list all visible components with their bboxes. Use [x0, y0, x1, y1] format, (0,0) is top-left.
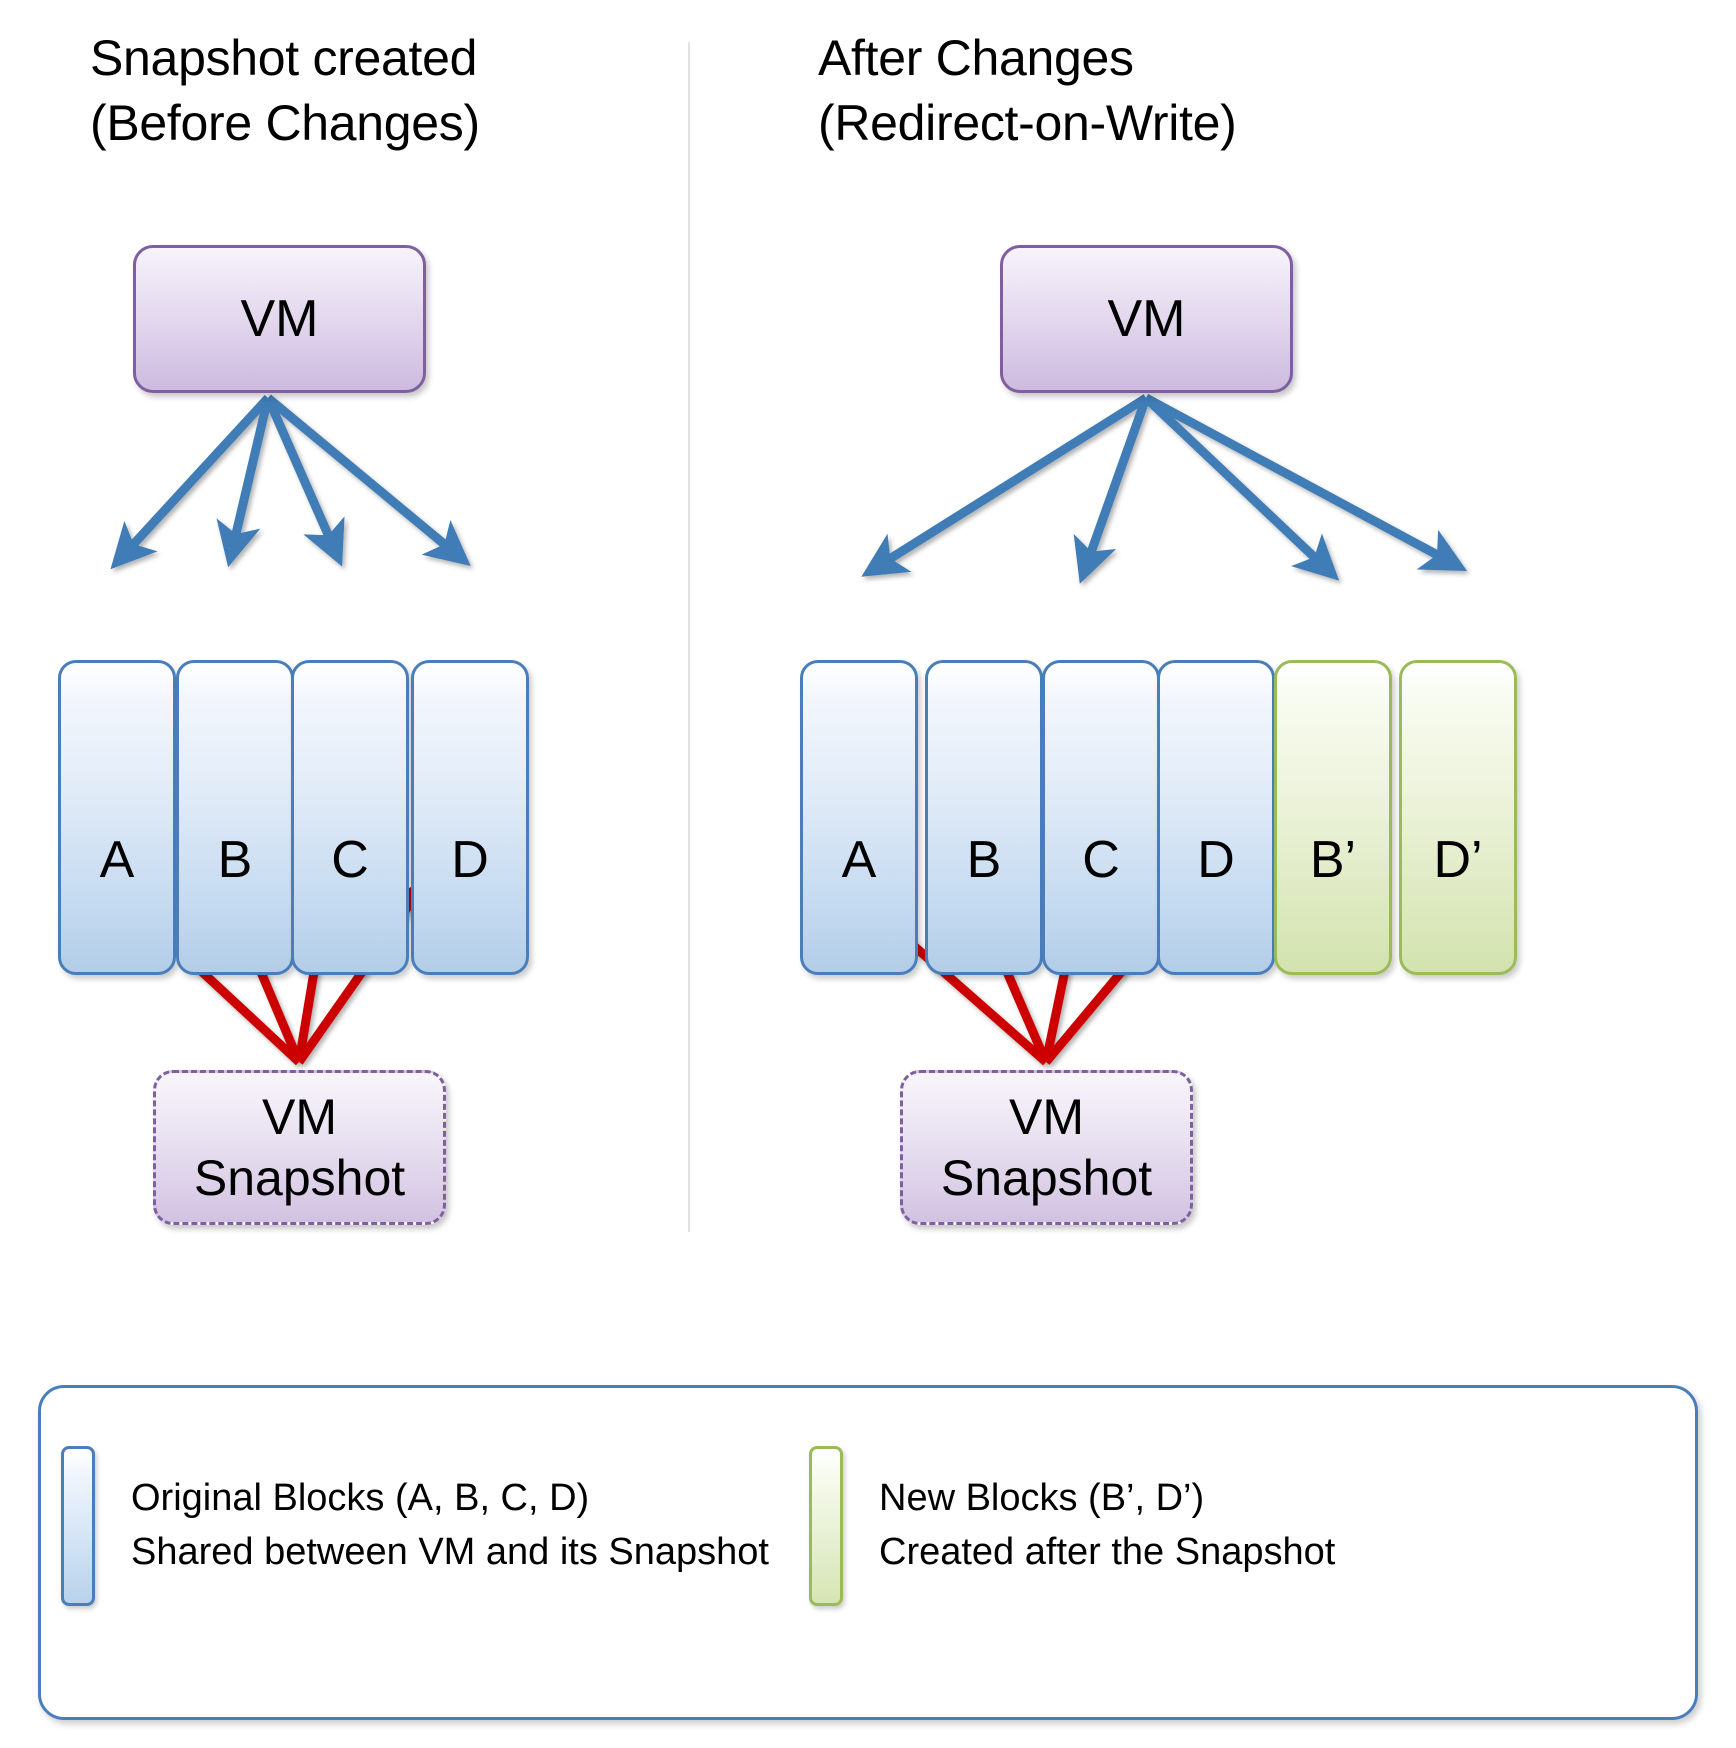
legend-panel: Original Blocks (A, B, C, D) Shared betw…: [38, 1385, 1698, 1720]
block-label: A: [99, 830, 135, 889]
block-label: C: [1082, 830, 1120, 889]
block-b-after[interactable]: B: [925, 660, 1043, 975]
block-d-after[interactable]: D: [1157, 660, 1275, 975]
vm-box-label: VM: [240, 290, 319, 348]
block-d-before[interactable]: D: [411, 660, 529, 975]
block-a-after[interactable]: A: [800, 660, 918, 975]
block-label: C: [331, 830, 369, 889]
block-label: B’: [1309, 830, 1357, 889]
block-b-before[interactable]: B: [176, 660, 294, 975]
vm-to-blocks-arrows-left: [110, 394, 471, 570]
block-label: D: [1197, 830, 1235, 889]
block-label: D’: [1433, 830, 1483, 889]
vm-snapshot-box-after[interactable]: VM Snapshot: [900, 1070, 1193, 1225]
block-d-prime-after[interactable]: D’: [1399, 660, 1517, 975]
block-c-before[interactable]: C: [291, 660, 409, 975]
panel-title-before: Snapshot created (Before Changes): [90, 30, 480, 151]
panel-divider: [688, 42, 690, 1232]
block-c-after[interactable]: C: [1042, 660, 1160, 975]
vm-snapshot-label: VM Snapshot: [940, 1088, 1153, 1206]
block-label: D: [451, 830, 489, 889]
panel-title-after: After Changes (Redirect-on-Write): [818, 30, 1237, 151]
block-label: A: [841, 830, 877, 889]
block-a-before[interactable]: A: [58, 660, 176, 975]
vm-to-blocks-arrows-right: [861, 394, 1468, 584]
vm-box-after[interactable]: VM: [1000, 245, 1293, 393]
vm-snapshot-label: VM Snapshot: [193, 1088, 406, 1206]
legend-text-new-blocks: New Blocks (B’, D’) Created after the Sn…: [879, 1477, 1336, 1573]
legend-text-original-blocks: Original Blocks (A, B, C, D) Shared betw…: [131, 1477, 769, 1573]
vm-snapshot-box-before[interactable]: VM Snapshot: [153, 1070, 446, 1225]
block-label: B: [217, 830, 253, 889]
vm-box-label: VM: [1107, 290, 1186, 348]
legend-swatch-blue-block: [61, 1446, 95, 1606]
vm-box-before[interactable]: VM: [133, 245, 426, 393]
block-label: B: [966, 830, 1002, 889]
legend-entry-new-blocks: New Blocks (B’, D’) Created after the Sn…: [809, 1446, 1335, 1606]
legend-entry-original-blocks: Original Blocks (A, B, C, D) Shared betw…: [61, 1446, 769, 1606]
legend-swatch-green-block: [809, 1446, 843, 1606]
block-b-prime-after[interactable]: B’: [1274, 660, 1392, 975]
